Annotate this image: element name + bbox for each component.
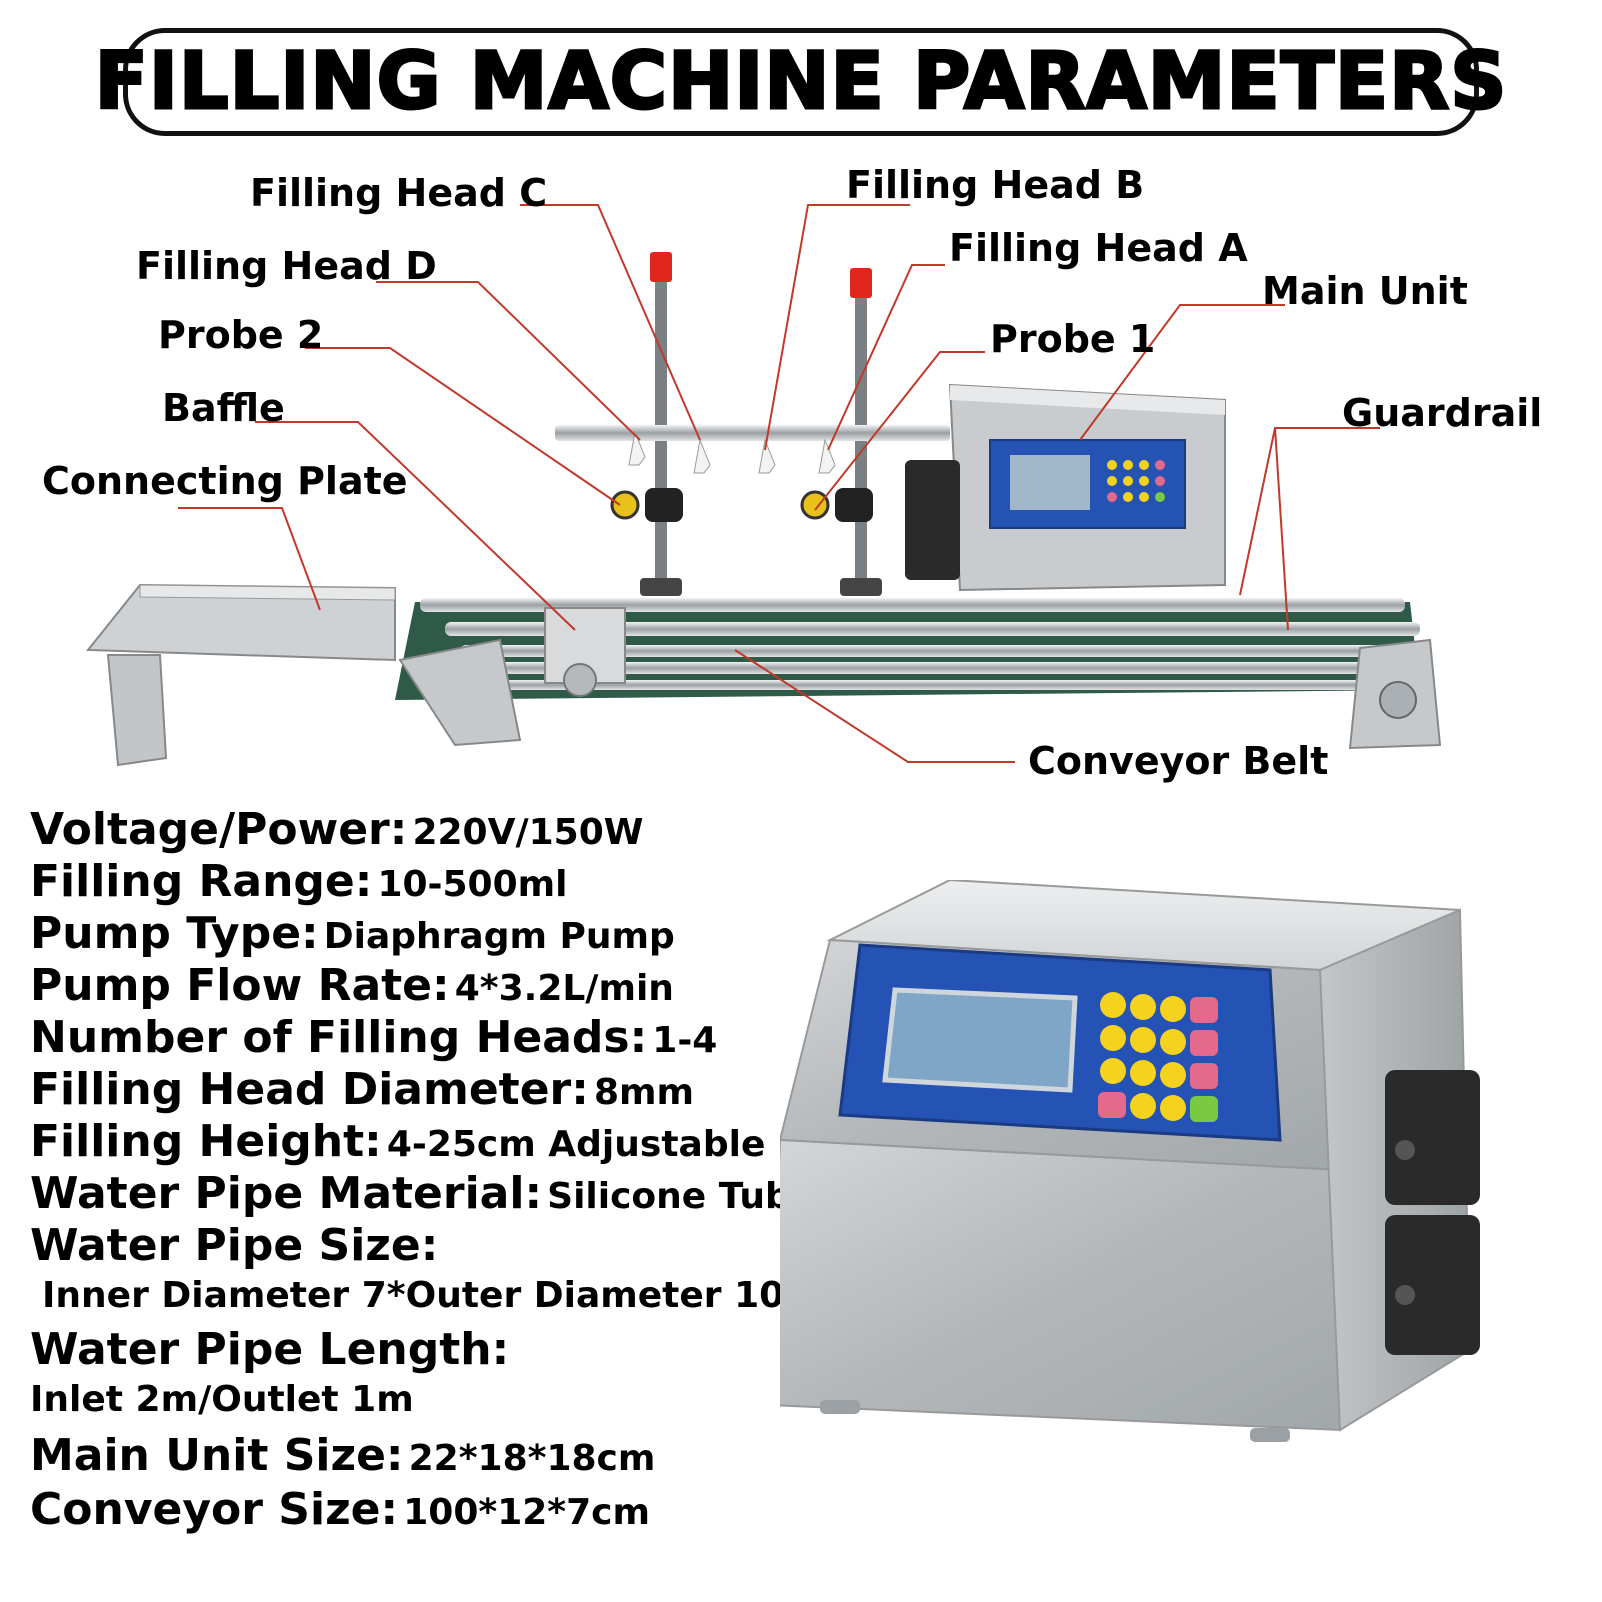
title-banner: FILLING MACHINE PARAMETERS bbox=[93, 28, 1508, 136]
callout-baffle: Baffle bbox=[162, 386, 285, 430]
callout-connecting-plate: Connecting Plate bbox=[42, 459, 408, 503]
callout-guardrail: Guardrail bbox=[1342, 391, 1543, 435]
main-unit-shape bbox=[905, 383, 1226, 592]
filling-stands-shape bbox=[555, 252, 950, 596]
spec-filling-range: Filling Range: 10-500ml bbox=[30, 856, 568, 907]
callout-conveyor-belt: Conveyor Belt bbox=[1028, 739, 1329, 783]
spec-pump-type: Pump Type: Diaphragm Pump bbox=[30, 908, 675, 959]
callout-probe-1: Probe 1 bbox=[990, 317, 1156, 361]
spec-voltage-power: Voltage/Power: 220V/150W bbox=[30, 804, 644, 855]
spec-conveyor-size: Conveyor Size: 100*12*7cm bbox=[30, 1484, 651, 1535]
page-title: FILLING MACHINE PARAMETERS bbox=[93, 37, 1508, 127]
spec-water-pipe-size: Water Pipe Size: bbox=[30, 1220, 439, 1271]
spec-water-pipe-material: Water Pipe Material: Silicone Tube bbox=[30, 1168, 816, 1219]
machine-diagram bbox=[85, 204, 1442, 767]
leader-lines bbox=[178, 204, 1380, 763]
callout-filling-head-d: Filling Head D bbox=[136, 244, 437, 288]
spec-filling-height: Filling Height: 4-25cm Adjustable bbox=[30, 1116, 766, 1167]
spec-main-unit-size: Main Unit Size: 22*18*18cm bbox=[30, 1430, 656, 1481]
callout-main-unit: Main Unit bbox=[1262, 269, 1468, 313]
spec-number-of-filling-heads: Number of Filling Heads: 1-4 bbox=[30, 1012, 718, 1063]
spec-water-pipe-size-value: Inner Diameter 7*Outer Diameter 10mm bbox=[42, 1275, 860, 1316]
callout-filling-head-a: Filling Head A bbox=[949, 226, 1248, 270]
spec-water-pipe-length-value: Inlet 2m/Outlet 1m bbox=[30, 1379, 414, 1420]
callout-filling-head-b: Filling Head B bbox=[846, 163, 1145, 207]
callout-probe-2: Probe 2 bbox=[158, 313, 324, 357]
spec-water-pipe-length: Water Pipe Length: bbox=[30, 1324, 510, 1375]
connecting-plate-shape bbox=[85, 583, 396, 767]
callout-filling-head-c: Filling Head C bbox=[250, 171, 548, 215]
main-unit-illustration bbox=[780, 880, 1480, 1442]
conveyor-shape bbox=[395, 598, 1442, 750]
spec-filling-head-diameter: Filling Head Diameter: 8mm bbox=[30, 1064, 695, 1115]
spec-pump-flow-rate: Pump Flow Rate: 4*3.2L/min bbox=[30, 960, 674, 1011]
